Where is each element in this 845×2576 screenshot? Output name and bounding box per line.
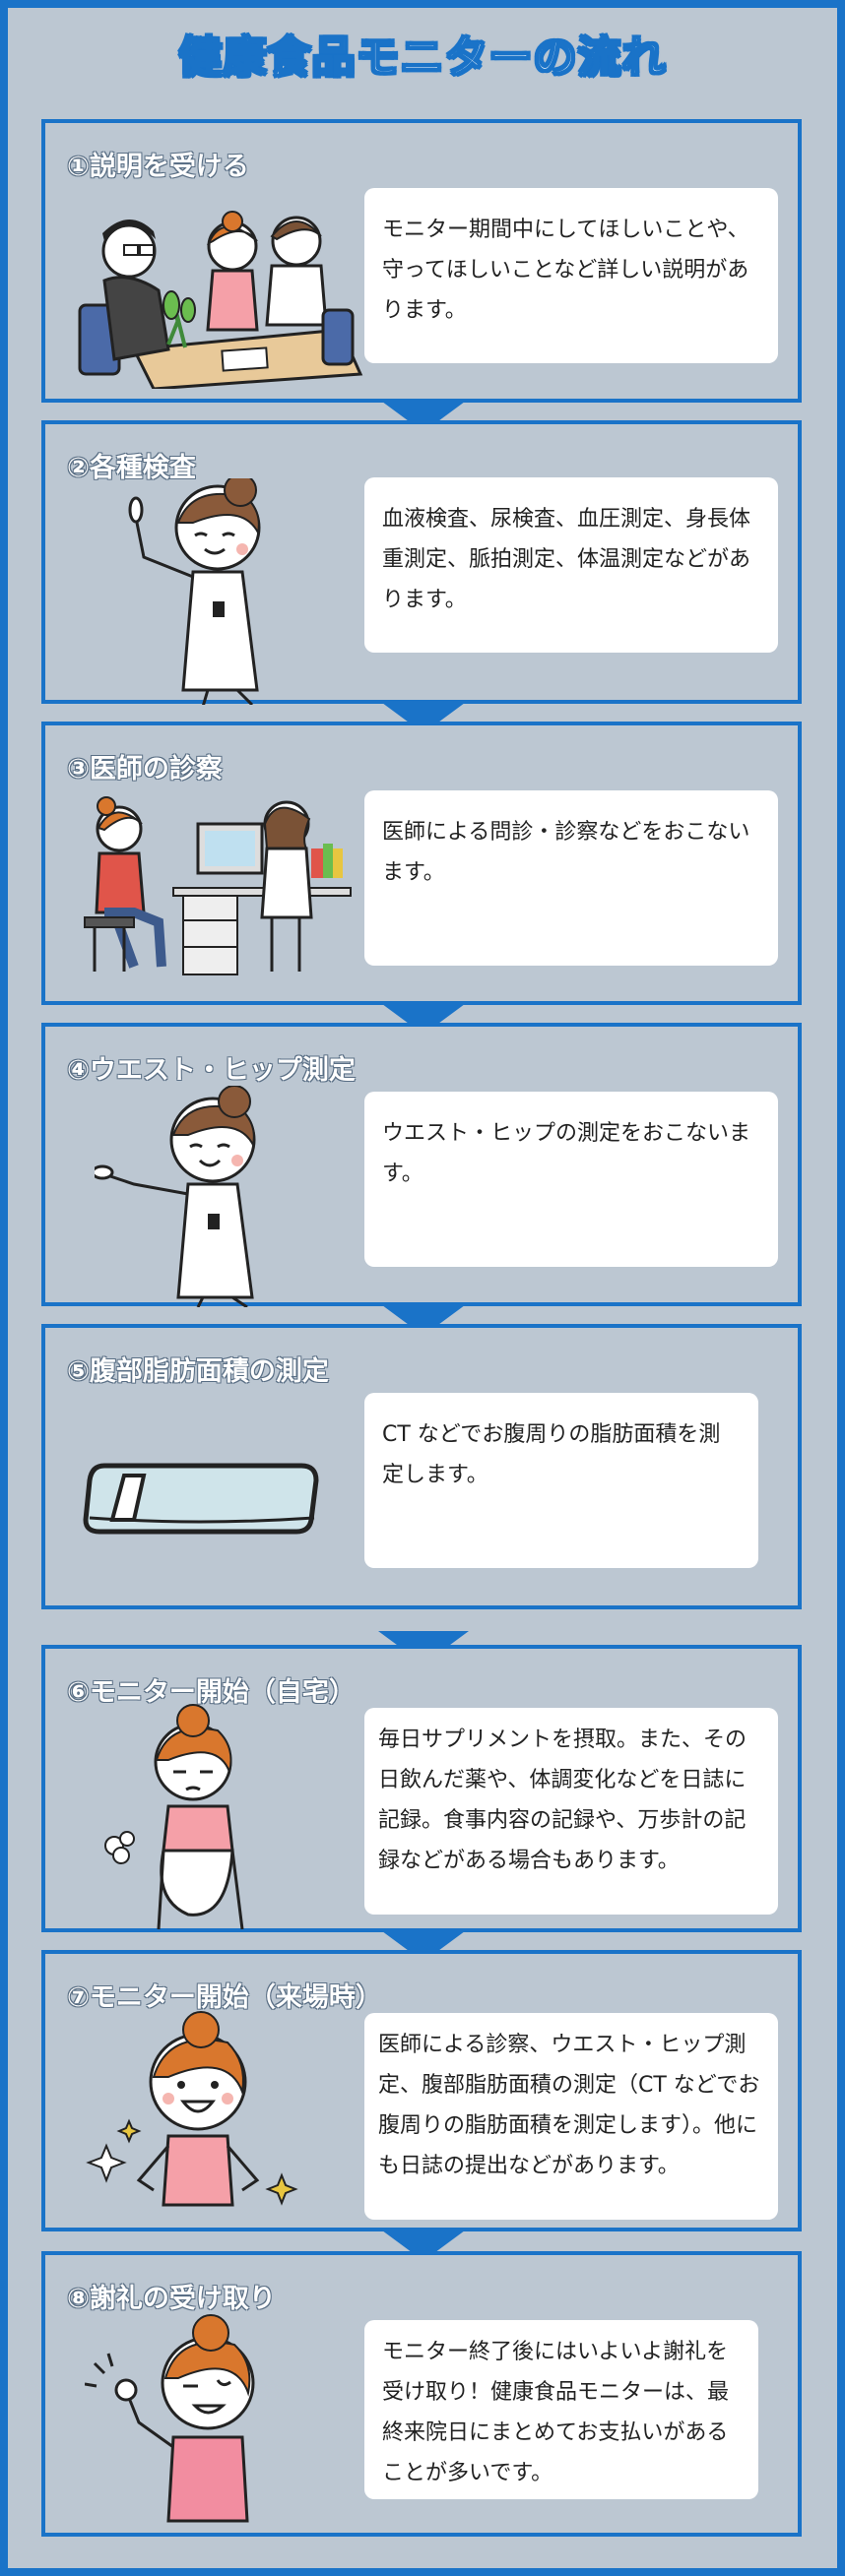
step-3-title: ③医師の診察 (67, 754, 223, 785)
nurse-pointing-illustration (128, 478, 261, 705)
step-2-title: ②各種検査 (67, 453, 196, 483)
page-title: 健康食品モニターの流れ (178, 31, 667, 84)
step-8-text: モニター終了後にはいよいよ謝礼を受け取り！健康食品モニターは、最終来院日にまとめ… (364, 2320, 758, 2499)
step-4-title: ④ウエスト・ヒップ測定 (67, 1055, 356, 1086)
step-2-text: 血液検査、尿検査、血圧測定、身長体重測定、脈拍測定、体温測定などがあります。 (364, 477, 778, 653)
step-4-panel: ④ウエスト・ヒップ測定 ウエスト・ヒップの測定をおこないます。 (41, 1023, 802, 1307)
step-6-title: ⑥モニター開始（自宅） (67, 1677, 356, 1708)
woman-smiling-sparkle-illustration (86, 2011, 298, 2207)
nurse-gesturing-illustration (95, 1086, 256, 1307)
step-4-text: ウエスト・ヒップの測定をおこないます。 (364, 1092, 778, 1267)
step-3-panel: ③医師の診察 医師による問診・診察などをおこないます。 (41, 722, 802, 1005)
step-1-panel: ①説明を受ける モニター期間中にしてほしいことや、守ってほしいことなど詳しい説明… (41, 119, 802, 403)
step-1-text: モニター期間中にしてほしいことや、守ってほしいことなど詳しい説明があります。 (364, 188, 778, 363)
woman-belly-illustration (104, 1704, 244, 1930)
step-5-title: ⑤腹部脂肪面積の測定 (67, 1356, 329, 1387)
step-7-text: 医師による診察、ウエスト・ヒップ測定、腹部脂肪面積の測定（CT などでお腹周りの… (364, 2013, 778, 2220)
step-1-title: ①説明を受ける (67, 152, 249, 182)
step-2-panel: ②各種検査 血液検査、尿検査、血圧測定、身長体重測定、脈拍測定、体温測定などがあ… (41, 420, 802, 705)
step-7-title: ⑦モニター開始（来場時） (67, 1982, 382, 2013)
step-6-panel: ⑥モニター開始（自宅） 毎日サプリメントを摂取。また、その日飲んだ薬や、体調変化… (41, 1645, 802, 1932)
step-8-title: ⑧謝礼の受け取り (67, 2284, 276, 2314)
step-5-text: CT などでお腹周りの脂肪面積を測定します。 (364, 1393, 758, 1568)
woman-ok-sign-illustration (85, 2314, 255, 2523)
step-7-panel: ⑦モニター開始（来場時） 医師による診察、ウエスト・ヒップ測定、腹部脂肪面積の測… (41, 1950, 802, 2231)
step-6-text: 毎日サプリメントを摂取。また、その日飲んだ薬や、体調変化などを日誌に記録。食事内… (364, 1708, 778, 1915)
consultation-illustration (78, 211, 363, 389)
ct-bed-illustration (83, 1463, 319, 1535)
step-3-text: 医師による問診・診察などをおこないます。 (364, 790, 778, 966)
doctor-consultation-illustration (84, 796, 352, 975)
step-5-panel: ⑤腹部脂肪面積の測定 CT などでお腹周りの脂肪面積を測定します。 (41, 1324, 802, 1609)
step-8-panel: ⑧謝礼の受け取り モニター終了後にはいよいよ謝礼を受け取り！健康食品モニターは、… (41, 2251, 802, 2537)
